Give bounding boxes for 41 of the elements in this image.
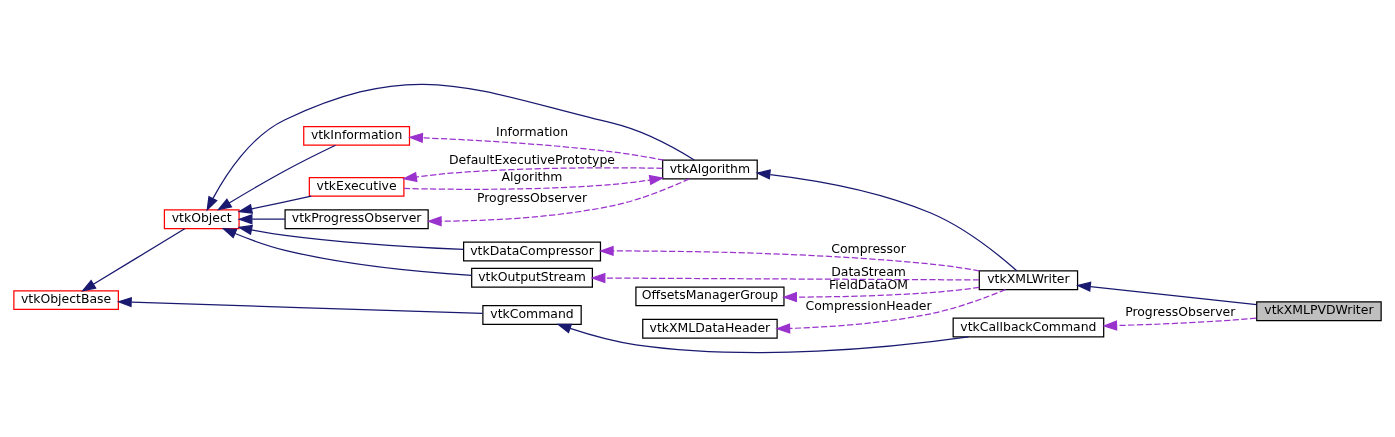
node-box: vtkObject	[163, 209, 240, 230]
arrow	[598, 245, 980, 272]
node-box: vtkXMLPVDWriter	[1256, 301, 1382, 322]
arrow	[237, 224, 464, 251]
arrow	[403, 174, 665, 190]
arrow	[426, 178, 690, 227]
node-box: vtkXMLWriter	[978, 270, 1079, 291]
edge-label: ProgressObserver	[476, 189, 588, 205]
node-box: vtkExecutive	[308, 176, 405, 197]
edge-label: ProgressObserver	[1125, 304, 1236, 320]
edge-label: DefaultExecutivePrototype	[449, 152, 616, 168]
arrow	[221, 227, 473, 276]
arrow	[590, 272, 980, 284]
arrow	[408, 132, 665, 161]
edge-label: CompressionHeader	[805, 298, 932, 314]
arrow	[81, 228, 186, 292]
edge-label: Information	[496, 123, 569, 139]
node-box: OffsetsManagerGroup	[635, 286, 785, 307]
arrow	[556, 323, 970, 354]
arrow	[755, 169, 1018, 272]
node-box: vtkCommand	[482, 305, 582, 325]
node-box: vtkCallbackCommand	[952, 317, 1105, 338]
arrow	[1075, 281, 1258, 306]
arrow	[237, 195, 312, 214]
arrow	[775, 289, 1007, 334]
node-box: vtkDataCompressor	[463, 241, 602, 262]
arrow	[116, 296, 484, 315]
arrow	[206, 83, 695, 212]
arrow	[402, 167, 664, 183]
node-box: vtkOutputStream	[471, 267, 593, 288]
edge-label: Algorithm	[501, 168, 563, 184]
node-box: vtkProgressObserver	[284, 209, 429, 230]
edge-label: Compressor	[831, 240, 906, 256]
node-box: vtkObjectBase	[13, 290, 119, 311]
arrow	[782, 286, 980, 303]
arrow	[237, 214, 286, 225]
arrow	[1102, 317, 1257, 331]
node-box: vtkXMLDataHeader	[642, 318, 778, 339]
node-box: vtkInformation	[303, 125, 411, 146]
arrow	[216, 144, 337, 211]
node-box: vtkAlgorithm	[662, 159, 758, 180]
